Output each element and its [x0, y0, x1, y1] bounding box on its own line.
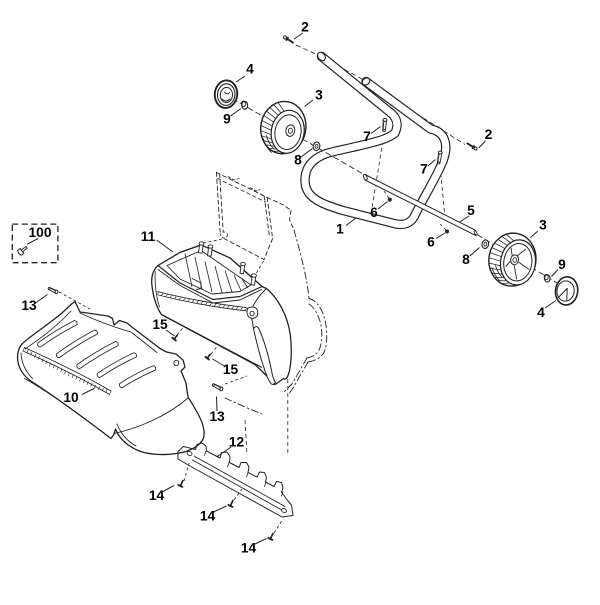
svg-text:3: 3 [539, 218, 547, 233]
svg-text:14: 14 [241, 541, 257, 556]
svg-text:7: 7 [363, 129, 371, 144]
svg-text:11: 11 [141, 229, 156, 244]
svg-text:15: 15 [152, 317, 168, 332]
svg-text:1: 1 [336, 222, 344, 237]
svg-text:2: 2 [485, 127, 493, 142]
svg-text:3: 3 [315, 88, 323, 103]
svg-text:2: 2 [301, 20, 309, 35]
svg-text:6: 6 [427, 235, 435, 250]
svg-text:6: 6 [370, 205, 378, 220]
svg-text:10: 10 [63, 390, 79, 405]
svg-text:14: 14 [149, 488, 165, 503]
svg-text:7: 7 [420, 162, 428, 177]
svg-text:5: 5 [467, 203, 475, 218]
svg-text:4: 4 [537, 305, 545, 320]
svg-text:4: 4 [246, 62, 254, 77]
svg-text:13: 13 [209, 409, 225, 424]
svg-text:15: 15 [223, 362, 239, 377]
svg-text:9: 9 [223, 112, 231, 127]
svg-text:8: 8 [294, 153, 302, 168]
svg-text:12: 12 [229, 435, 245, 450]
svg-text:9: 9 [558, 257, 566, 272]
svg-text:100: 100 [28, 225, 51, 240]
svg-text:8: 8 [462, 252, 470, 267]
svg-text:13: 13 [21, 298, 37, 313]
svg-text:14: 14 [200, 509, 216, 524]
